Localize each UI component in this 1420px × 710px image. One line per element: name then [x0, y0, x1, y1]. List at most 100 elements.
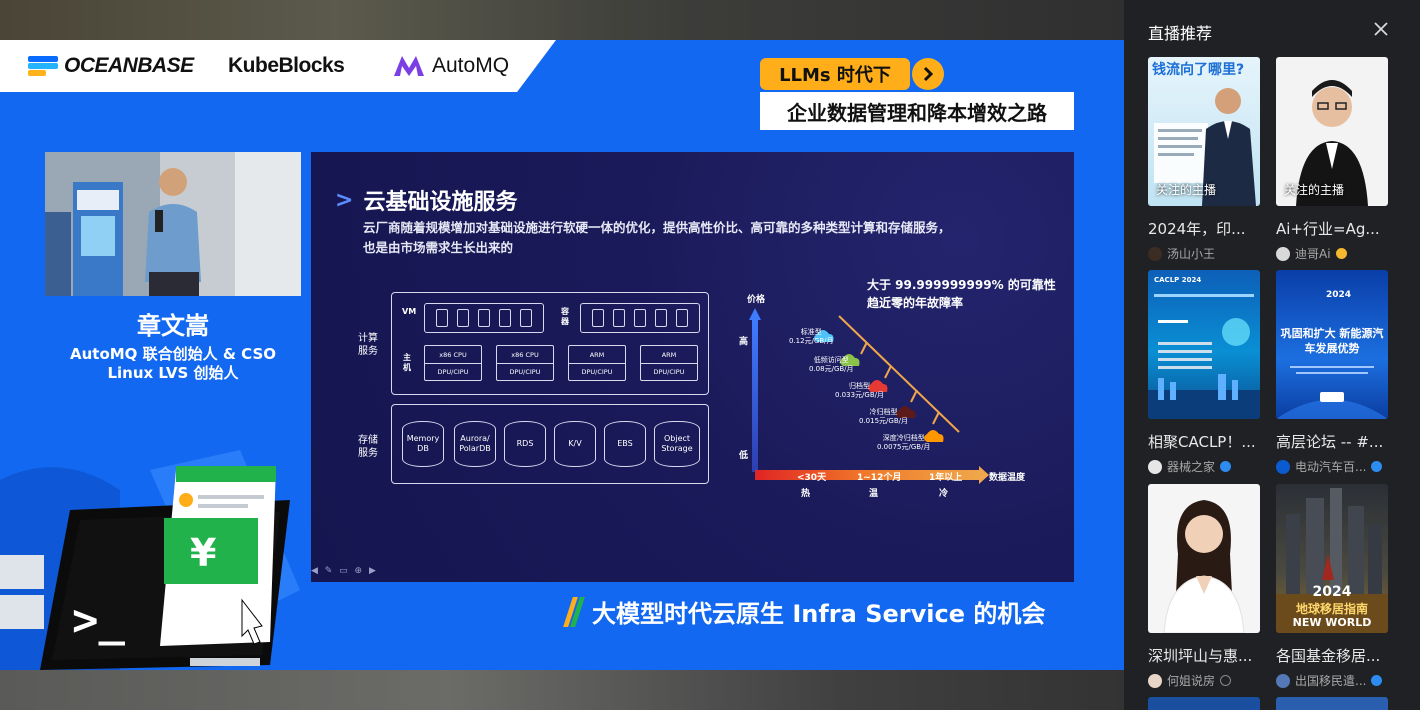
verified-icon	[1371, 675, 1383, 686]
live-card[interactable]: 钱流向了哪里? 关注的主播 2024年，印... 汤山小王	[1148, 57, 1260, 262]
svg-text:¥: ¥	[190, 531, 216, 575]
live-card-partial[interactable]	[1148, 697, 1260, 710]
live-thumbnail: 钱流向了哪里? 关注的主播	[1148, 57, 1260, 206]
live-title: 深圳坪山与惠...	[1148, 647, 1253, 665]
avatar	[1148, 673, 1162, 688]
live-author: 电动汽车百...	[1276, 458, 1388, 475]
storage-object: Object Storage	[654, 421, 700, 467]
x-tick: 1年以上	[929, 473, 963, 483]
svg-text:>_: >_	[72, 595, 125, 646]
x-temp: 温	[869, 489, 879, 499]
thumbnail-year: 2024	[1312, 584, 1352, 600]
avatar	[1276, 673, 1290, 688]
close-icon	[1374, 22, 1388, 36]
storage-services-box: Memory DB Aurora/ PolarDB RDS K/V EBS Ob…	[391, 404, 709, 484]
panel-title: 直播推荐	[1148, 24, 1213, 43]
y-axis-low: 低	[739, 451, 749, 461]
live-author: 器械之家	[1148, 458, 1260, 475]
live-recommendation-panel: 直播推荐 钱流向了哪里? 关注的主播 2024年，印... 汤山小王	[1124, 0, 1420, 710]
sponsor-logo-strip: OCEANBASE KubeBlocks AutoMQ	[0, 40, 556, 92]
chevron-right-icon: >	[335, 187, 354, 213]
close-button[interactable]	[1372, 20, 1390, 38]
container-label: 容器	[561, 307, 569, 326]
oceanbase-logo: OCEANBASE	[28, 54, 194, 78]
thumbnail-headline: 地球移居指南	[1295, 602, 1368, 616]
thumbnail-headline: 巩固和扩大 新能源汽车发展优势	[1280, 327, 1384, 355]
storage-aurora-polardb: Aurora/ PolarDB	[454, 421, 496, 467]
slide-description: 云厂商随着规模增加对基础设施进行软硬一体的优化，提供高性价比、高可靠的多种类型计…	[363, 220, 951, 255]
slash-decoration-icon	[563, 596, 585, 627]
storage-memory-db: Memory DB	[402, 421, 444, 467]
speaker-role: AutoMQ 联合创始人 & CSO Linux LVS 创始人	[69, 345, 277, 382]
follow-badge: 关注的主播	[1156, 183, 1217, 197]
avatar	[1148, 459, 1162, 474]
y-axis-label: 价格	[747, 295, 766, 305]
gold-badge-icon	[1335, 248, 1347, 259]
thumbnail-subheadline: NEW WORLD	[1292, 616, 1372, 629]
x-tick: 1~12个月	[857, 473, 902, 483]
x-tick: <30天	[797, 473, 827, 483]
storage-ebs: EBS	[604, 421, 646, 467]
live-author: 何姐说房	[1148, 672, 1260, 689]
live-title: 2024年，印...	[1148, 220, 1246, 238]
live-card[interactable]: CACLP 2024 相聚CACLP！... 器械之家	[1148, 270, 1260, 475]
video-background-bottom	[0, 670, 1124, 710]
live-video-player[interactable]: OCEANBASE KubeBlocks AutoMQ LLMs 时代下 企业数…	[0, 0, 1124, 710]
event-subtitle: 企业数据管理和降本增效之路	[760, 92, 1074, 130]
avatar	[1148, 246, 1162, 261]
x-temp: 冷	[939, 489, 949, 499]
live-author: 出国移民遣...	[1276, 672, 1388, 689]
live-title: 高层论坛 -- #...	[1276, 433, 1384, 451]
storage-label: 存储服务	[358, 435, 378, 459]
embedded-slide: > 云基础设施服务 云厂商随着规模增加对基础设施进行软硬一体的优化，提供高性价比…	[311, 152, 1074, 582]
kubeblocks-logo: KubeBlocks	[228, 54, 345, 77]
live-author: 迪哥Ai	[1276, 245, 1388, 262]
storage-tier-chart	[749, 308, 989, 484]
slide-controls: ◀ ✎ ▭ ⊕ ▶	[311, 566, 378, 576]
container-group	[580, 303, 700, 333]
live-thumbnail: 2024 地球移居指南 NEW WORLD	[1276, 484, 1388, 633]
vm-label: VM	[402, 307, 417, 316]
live-card-partial[interactable]	[1276, 697, 1388, 710]
live-card[interactable]: 2024 巩固和扩大 新能源汽车发展优势 高层论坛 -- #... 电动汽车百.…	[1276, 270, 1388, 475]
live-card[interactable]: 深圳坪山与惠... 何姐说房	[1148, 484, 1260, 689]
live-thumbnail	[1148, 484, 1260, 633]
live-thumbnail: 2024 巩固和扩大 新能源汽车发展优势	[1276, 270, 1388, 419]
live-author: 汤山小王	[1148, 245, 1260, 262]
speaker-name: 章文嵩	[137, 312, 209, 340]
x-temp: 热	[801, 489, 811, 499]
live-title: 相聚CACLP！...	[1148, 433, 1256, 451]
verified-icon	[1371, 461, 1383, 472]
storage-kv: K/V	[554, 421, 596, 467]
thumbnail-year: 2024	[1326, 290, 1352, 300]
live-thumbnail: 关注的主播	[1276, 57, 1388, 206]
avatar	[1276, 459, 1290, 474]
x-axis-label: 数据温度	[989, 473, 1026, 483]
automq-logo: AutoMQ	[392, 54, 509, 78]
live-title: 各国基金移居...	[1276, 647, 1381, 665]
verified-icon	[1220, 461, 1232, 472]
live-card[interactable]: 关注的主播 Ai+行业=Ag... 迪哥Ai	[1276, 57, 1388, 262]
storage-rds: RDS	[504, 421, 546, 467]
automq-icon	[394, 56, 424, 76]
y-axis-high: 高	[739, 337, 749, 347]
chevron-right-icon	[912, 58, 944, 90]
presentation-slide: OCEANBASE KubeBlocks AutoMQ LLMs 时代下 企业数…	[0, 40, 1124, 670]
session-title: 大模型时代云原生 Infra Service 的机会	[563, 594, 1045, 629]
reliability-note: 大于 99.999999999% 的可靠性 趋近零的年故障率	[867, 278, 1056, 310]
slide-title: > 云基础设施服务	[335, 187, 518, 216]
live-card[interactable]: 2024 地球移居指南 NEW WORLD 各国基金移居... 出国移民遣...	[1276, 484, 1388, 689]
host-label: 主机	[403, 353, 411, 372]
video-background-top	[0, 0, 1124, 40]
speaker-camera-feed	[45, 152, 301, 296]
follow-badge: 关注的主播	[1284, 183, 1345, 197]
terminal-billing-illustration: >_ ¥	[0, 450, 300, 670]
event-tag: LLMs 时代下	[760, 58, 910, 90]
